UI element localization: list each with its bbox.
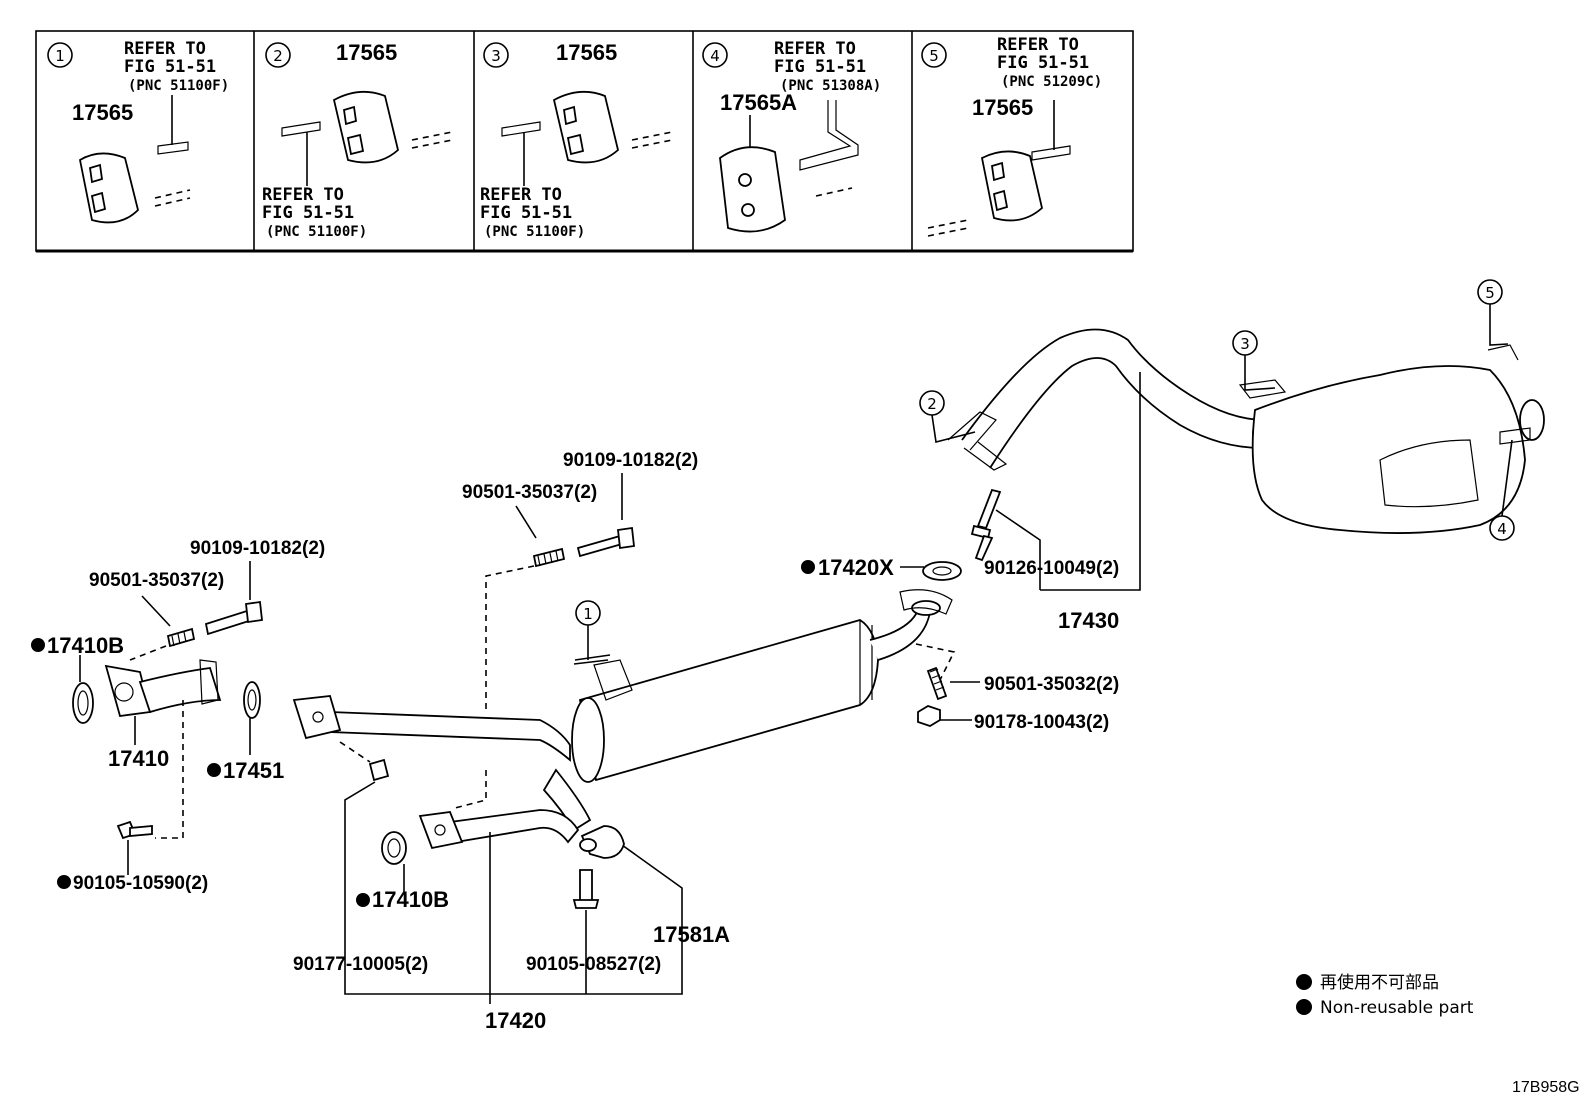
rubber-hanger	[332, 90, 400, 164]
label-90501-left: 90501-35037(2)	[89, 570, 224, 591]
label-90178: 90178-10043(2)	[974, 712, 1109, 733]
svg-text:FIG 51-51: FIG 51-51	[997, 53, 1089, 73]
inset-5: 5 REFER TO FIG 51-51 (PNC 51209C) 17565	[921, 35, 1102, 237]
svg-text:(PNC 51308A): (PNC 51308A)	[780, 78, 881, 94]
svg-text:REFER TO: REFER TO	[262, 185, 344, 205]
inset-1: 1 REFER TO FIG 51-51 (PNC 51100F) 17565	[47, 39, 229, 224]
front-pipe-17410: 17410B 17410 17451 90105-10590(2)	[31, 633, 284, 894]
inset-number-circle	[47, 42, 73, 68]
tail-hanger-callouts: 2 3 5 4	[919, 279, 1515, 541]
label-17420X: 17420X	[818, 555, 894, 580]
gasket-17420X: 17420X	[801, 555, 962, 581]
inset-3: 3 17565 REFER TO FIG 51-51 (PNC 51100F)	[480, 40, 673, 240]
center-pipe-fasteners: 17410B 90177-10005(2) 90105-08527(2) 175…	[293, 741, 730, 1033]
inset-number: 1	[55, 47, 65, 65]
label-17410: 17410	[108, 746, 169, 771]
inset-2: 2 17565 REFER TO FIG 51-51 (PNC 51100F)	[262, 40, 453, 240]
callout-2: 2	[927, 395, 937, 413]
legend-japanese: 再使用不可部品	[1320, 972, 1439, 993]
inset-4: 4 REFER TO FIG 51-51 (PNC 51308A) 17565A	[702, 39, 881, 233]
svg-text:2: 2	[273, 47, 283, 65]
part-number: 17565	[336, 40, 397, 65]
fig-text: FIG 51-51	[124, 57, 216, 77]
label-17420: 17420	[485, 1008, 546, 1033]
rubber-hanger	[78, 152, 139, 224]
spring-bolt-left: 90109-10182(2) 90501-35037(2)	[89, 538, 325, 661]
svg-text:5: 5	[929, 47, 939, 65]
svg-text:(PNC 51100F): (PNC 51100F)	[266, 224, 367, 240]
label-90105-10590: 90105-10590(2)	[73, 873, 208, 894]
non-reusable-dot-icon	[1296, 974, 1312, 990]
svg-text:(PNC 51100F): (PNC 51100F)	[484, 224, 585, 240]
legend-english: Non-reusable part	[1320, 998, 1474, 1018]
rubber-hanger	[719, 146, 786, 233]
label-90126: 90126-10049(2)	[984, 558, 1119, 579]
label-17430: 17430	[1058, 608, 1119, 633]
callout-4: 4	[1497, 520, 1507, 538]
svg-text:3: 3	[491, 47, 501, 65]
label-90105-08527: 90105-08527(2)	[526, 954, 661, 975]
label-17451: 17451	[223, 758, 284, 783]
label-17410B-top: 17410B	[47, 633, 124, 658]
part-number: 17565	[556, 40, 617, 65]
label-90109-top: 90109-10182(2)	[563, 450, 698, 471]
refer-to-text: REFER TO	[124, 39, 206, 59]
center-pipe-17420: 1	[292, 589, 953, 850]
tail-pipe-muffler-assembly	[947, 328, 1545, 534]
svg-text:REFER TO: REFER TO	[774, 39, 856, 59]
inset-panels	[35, 30, 1134, 253]
pnc-text: (PNC 51100F)	[128, 78, 229, 94]
part-number: 17565	[72, 100, 133, 125]
svg-text:FIG 51-51: FIG 51-51	[262, 203, 354, 223]
part-number: 17565	[972, 95, 1033, 120]
svg-text:(PNC 51209C): (PNC 51209C)	[1001, 74, 1102, 90]
figure-code: 17B958G	[1512, 1079, 1580, 1096]
label-90177: 90177-10005(2)	[293, 954, 428, 975]
label-17410B-bottom: 17410B	[372, 887, 449, 912]
legend: 再使用不可部品 Non-reusable part	[1296, 972, 1474, 1018]
label-90501-35032: 90501-35032(2)	[984, 674, 1119, 695]
rubber-hanger	[552, 90, 620, 164]
svg-text:REFER TO: REFER TO	[480, 185, 562, 205]
label-90109-left: 90109-10182(2)	[190, 538, 325, 559]
rear-flange-fasteners: 90501-35032(2) 90178-10043(2)	[915, 643, 1119, 733]
callout-3: 3	[1240, 335, 1250, 353]
svg-text:REFER TO: REFER TO	[997, 35, 1079, 55]
part-number: 17565A	[720, 90, 797, 115]
callout-1: 1	[583, 605, 593, 623]
stud-bolt-90126: 90126-10049(2) 17430	[970, 372, 1141, 633]
label-17581A: 17581A	[653, 922, 730, 947]
svg-text:FIG 51-51: FIG 51-51	[774, 57, 866, 77]
label-90501-top: 90501-35037(2)	[462, 482, 597, 503]
callout-5: 5	[1485, 284, 1495, 302]
svg-text:FIG 51-51: FIG 51-51	[480, 203, 572, 223]
rubber-hanger	[980, 150, 1043, 222]
spring-bolt-top: 90109-10182(2) 90501-35037(2)	[454, 450, 698, 809]
svg-text:4: 4	[710, 47, 720, 65]
non-reusable-dot-icon	[1296, 999, 1312, 1015]
